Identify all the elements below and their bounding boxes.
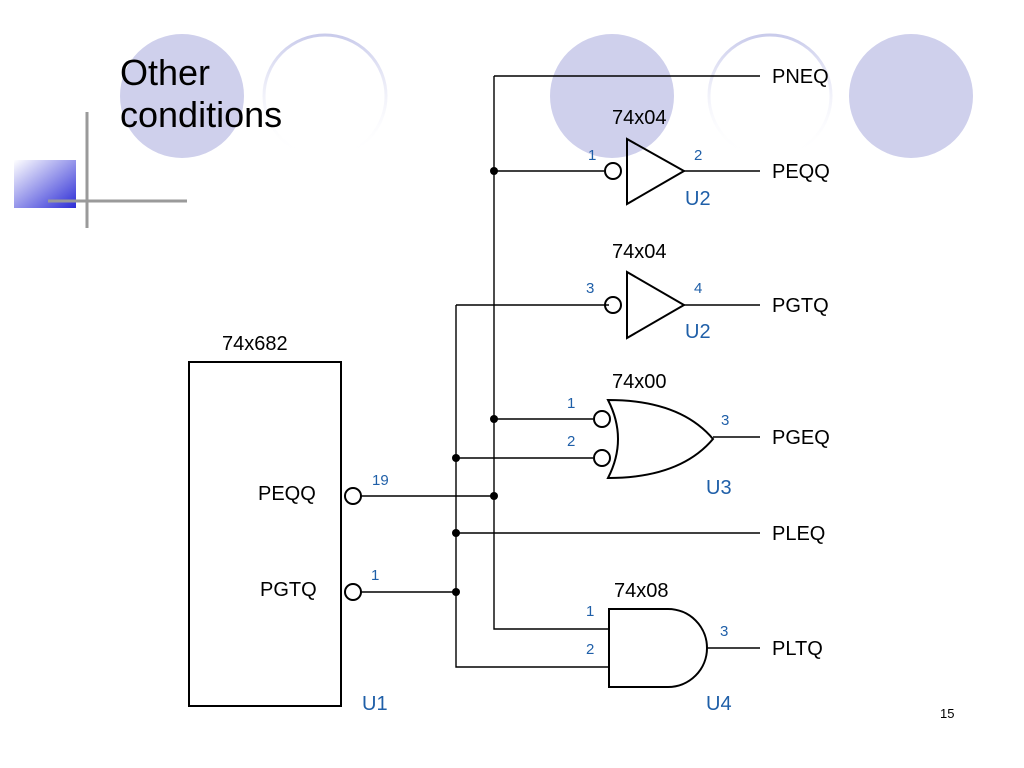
- wire-pgtq-bus: [361, 304, 609, 668]
- wire-peqq-taps: [494, 170, 604, 420]
- deco-circle-1: [120, 34, 244, 158]
- inv2-ref-label: U2: [685, 321, 711, 343]
- inv2-part-label: 74x04: [612, 241, 667, 263]
- u1-pgtq-pin: 1: [371, 567, 379, 584]
- signal-label-pgtq: PGTQ: [772, 295, 829, 317]
- junction-1: [490, 167, 498, 175]
- and1-part-label: 74x08: [614, 580, 669, 602]
- signal-label-pltq: PLTQ: [772, 638, 823, 660]
- and1-ref-label: U4: [706, 693, 732, 715]
- wire-pgtq-taps: [456, 457, 760, 534]
- and1-pin-in2: 2: [586, 641, 594, 658]
- or1-part-label: 74x00: [612, 371, 667, 393]
- inv1-gate: [626, 137, 687, 206]
- inv1-ref-label: U2: [685, 188, 711, 210]
- or1-pin-out: 3: [721, 412, 729, 429]
- u1-peqq-bubble: [344, 487, 362, 505]
- u1-peqq-pin: 19: [372, 472, 389, 489]
- inv1-pin-out: 2: [694, 147, 702, 164]
- deco-circle-2: [262, 33, 388, 159]
- or1-gate: [606, 398, 715, 480]
- junction-4: [452, 454, 460, 462]
- u1-peqq-label: PEQQ: [258, 483, 316, 505]
- or1-input2-bubble: [593, 449, 611, 467]
- signal-label-pneq: PNEQ: [772, 66, 829, 88]
- page-number: 15: [940, 706, 955, 721]
- inv2-input-bubble: [604, 296, 622, 314]
- u1-part-label: 74x682: [222, 333, 288, 355]
- signal-label-pleq: PLEQ: [772, 523, 825, 545]
- u1-ref-label: U1: [362, 693, 388, 715]
- u1-pgtq-bubble: [344, 583, 362, 601]
- u1-block: [188, 361, 342, 707]
- and1-gate: [608, 608, 708, 688]
- u1-pgtq-label: PGTQ: [260, 579, 317, 601]
- deco-circle-4: [707, 33, 833, 159]
- or1-pin-in1: 1: [567, 395, 575, 412]
- signal-label-peqq: PEQQ: [772, 161, 830, 183]
- deco-circle-5: [849, 34, 973, 158]
- junction-3: [490, 492, 498, 500]
- junction-5: [452, 529, 460, 537]
- inv1-input-bubble: [604, 162, 622, 180]
- inv2-pin-in: 3: [586, 280, 594, 297]
- inv1-part-label: 74x04: [612, 107, 667, 129]
- and1-pin-out: 3: [720, 623, 728, 640]
- inv2-gate: [626, 270, 686, 340]
- wire-peqq-bus: [361, 75, 760, 630]
- signal-label-pgeq: PGEQ: [772, 427, 830, 449]
- deco-circle-3: [550, 34, 674, 158]
- and1-pin-in1: 1: [586, 603, 594, 620]
- slide-title: Other conditions: [120, 52, 283, 135]
- junction-2: [490, 415, 498, 423]
- inv2-pin-out: 4: [694, 280, 702, 297]
- or1-ref-label: U3: [706, 477, 732, 499]
- inv1-pin-in: 1: [588, 147, 596, 164]
- junction-6: [452, 588, 460, 596]
- or1-input1-bubble: [593, 410, 611, 428]
- or1-pin-in2: 2: [567, 433, 575, 450]
